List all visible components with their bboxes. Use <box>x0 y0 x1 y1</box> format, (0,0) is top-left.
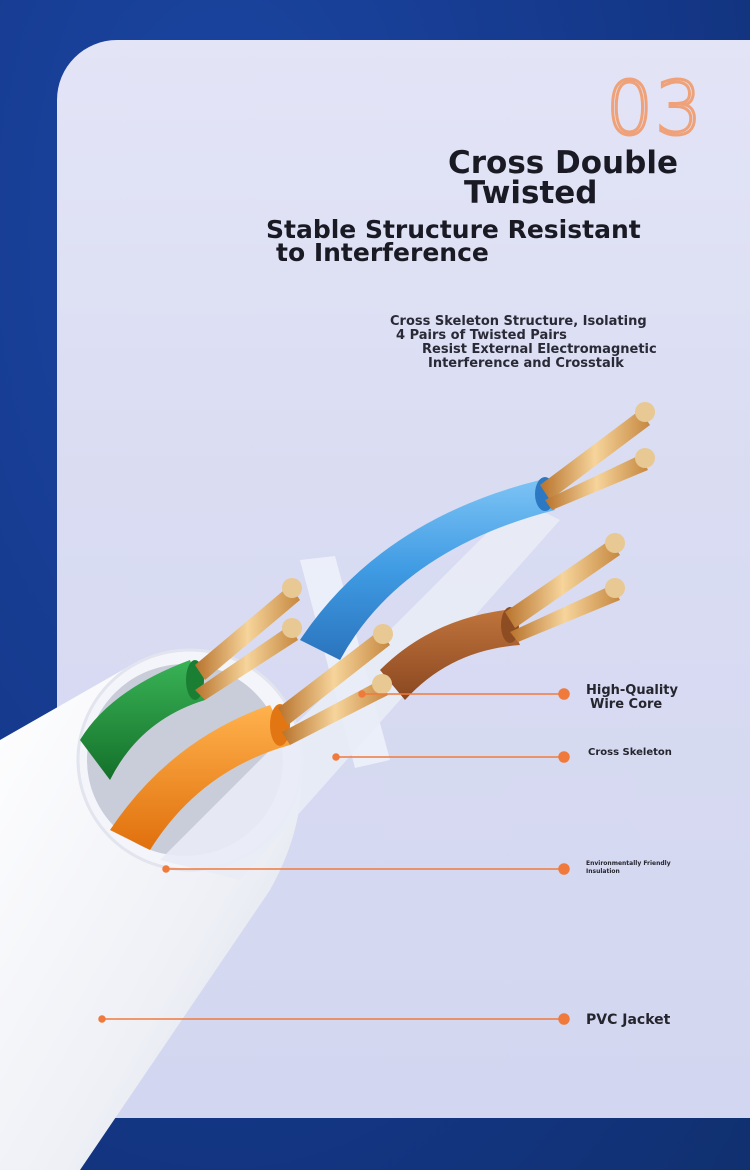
description-line-4: Interference and Crosstalk <box>428 356 624 371</box>
callout-dot <box>98 1015 106 1023</box>
callout-dot <box>558 688 570 700</box>
subheading-line-1: Stable Structure Resistant <box>266 215 641 244</box>
copper-orange-tip-1 <box>373 624 393 644</box>
copper-green-tip-2 <box>282 618 302 638</box>
copper-orange-1 <box>278 630 390 725</box>
copper-orange-tip-2 <box>372 674 392 694</box>
copper-brown-tip-2 <box>605 578 625 598</box>
callout-dot <box>162 865 170 873</box>
copper-blue-tip-2 <box>635 448 655 468</box>
section-number: 03 <box>604 66 705 152</box>
description: Cross Skeleton Structure, Isolating 4 Pa… <box>390 315 710 371</box>
description-line-2: 4 Pairs of Twisted Pairs <box>396 328 567 343</box>
copper-blue-1 <box>540 410 650 500</box>
description-line-1: Cross Skeleton Structure, Isolating <box>390 314 647 329</box>
wire-brown <box>380 610 520 700</box>
callout-wire-core-line-2: Wire Core <box>590 697 663 712</box>
copper-brown-tip-1 <box>605 533 625 553</box>
callout-pvc-jacket: PVC Jacket <box>586 1012 671 1028</box>
callout-wire-core-line-1: High-Quality <box>586 683 678 698</box>
callout-dot <box>558 1013 570 1025</box>
wire-orange <box>110 705 290 850</box>
heading-line-2: Twisted <box>464 175 598 211</box>
callout-dot <box>358 690 366 698</box>
wire-green <box>80 660 205 780</box>
callout-wire-core: High-Quality Wire Core <box>586 684 678 712</box>
heading-line-1: Cross Double <box>448 145 678 181</box>
description-line-3: Resist External Electromagnetic <box>422 342 657 357</box>
callout-insulation-line-2: Insulation <box>586 868 620 875</box>
copper-blue-2 <box>545 455 648 510</box>
copper-brown-1 <box>505 540 620 628</box>
copper-blue-tip-1 <box>635 402 655 422</box>
wire-blue <box>300 480 555 660</box>
callout-dot <box>332 753 340 761</box>
subheading-line-2: to Interference <box>276 238 489 267</box>
callout-insulation-line-1: Environmentally Friendly <box>586 860 671 867</box>
callout-dot <box>558 863 570 875</box>
skeleton-wall <box>160 500 560 880</box>
copper-green-2 <box>195 625 298 700</box>
copper-green-tip-1 <box>282 578 302 598</box>
copper-brown-2 <box>510 585 620 642</box>
callout-dot <box>558 751 570 763</box>
heading: Cross Double Twisted <box>448 145 698 211</box>
callout-cross-skeleton: Cross Skeleton <box>588 747 672 758</box>
subheading: Stable Structure Resistant to Interferen… <box>266 215 641 267</box>
callout-insulation: Environmentally Friendly Insulation <box>586 860 671 876</box>
copper-green-1 <box>195 585 300 680</box>
